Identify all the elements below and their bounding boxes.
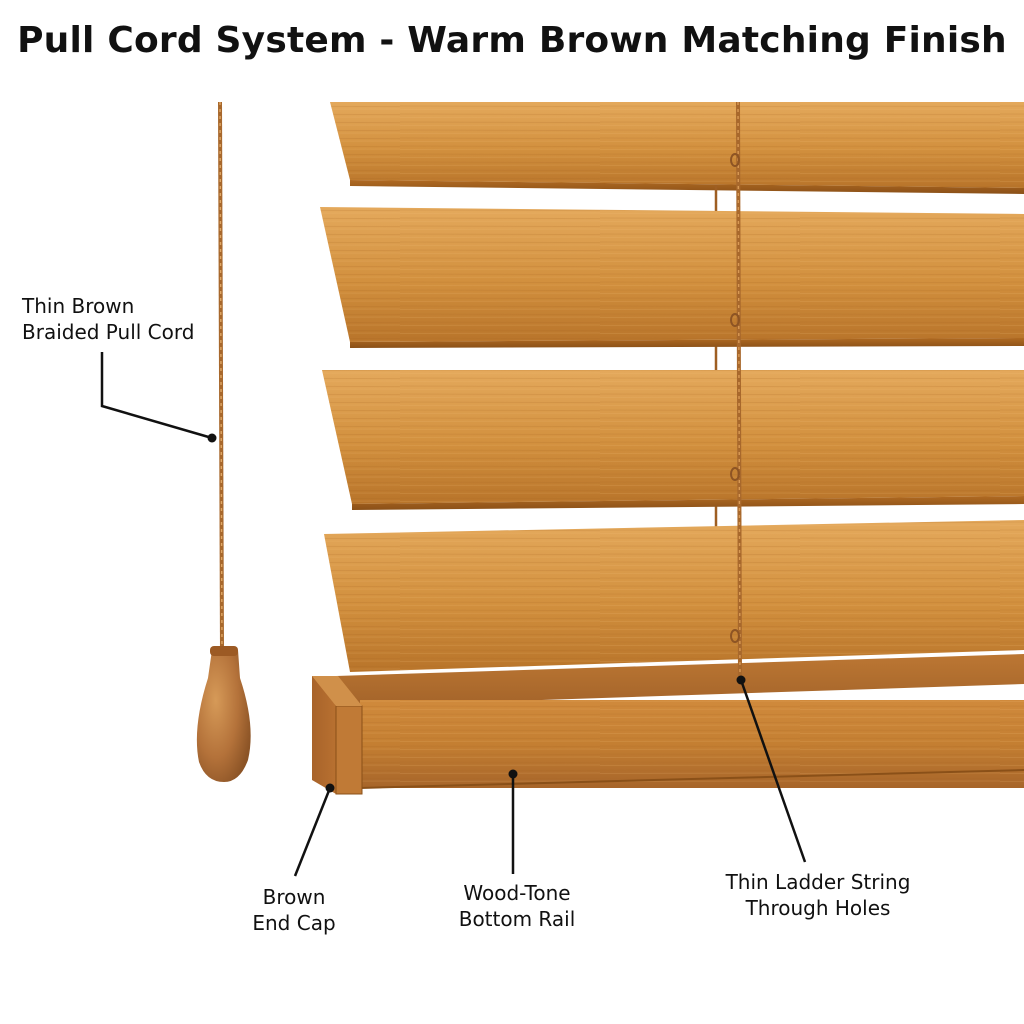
label-bottom-rail-line-2: Bottom Rail — [458, 907, 576, 931]
end-cap — [312, 676, 363, 795]
pull-knob — [196, 646, 251, 782]
callouts — [100, 352, 807, 877]
label-end-cap-line-2: End Cap — [252, 911, 336, 935]
pull-cord — [218, 101, 224, 653]
label-bottom-rail: Wood-Tone Bottom Rail — [442, 880, 592, 932]
bottom-rail — [336, 654, 1024, 789]
label-ladder-string: Thin Ladder String Through Holes — [706, 869, 930, 921]
label-pull-cord: Thin Brown Braided Pull Cord — [22, 293, 194, 345]
label-bottom-rail-line-1: Wood-Tone — [463, 881, 571, 905]
slat-2 — [320, 207, 1024, 348]
label-ladder-string-line-1: Thin Ladder String — [725, 870, 911, 894]
label-end-cap-line-1: Brown — [262, 885, 326, 909]
ladder-string — [730, 101, 742, 679]
callout-dots — [207, 433, 746, 793]
label-end-cap: Brown End Cap — [244, 884, 344, 936]
label-pull-cord-line-1: Thin Brown — [22, 294, 135, 318]
label-pull-cord-line-2: Braided Pull Cord — [22, 320, 195, 344]
page-title: Pull Cord System - Warm Brown Matching F… — [17, 20, 1007, 61]
slat-3 — [322, 370, 1024, 510]
label-ladder-string-line-2: Through Holes — [745, 896, 891, 920]
slat-4 — [324, 520, 1024, 672]
slat-1 — [330, 102, 1024, 194]
